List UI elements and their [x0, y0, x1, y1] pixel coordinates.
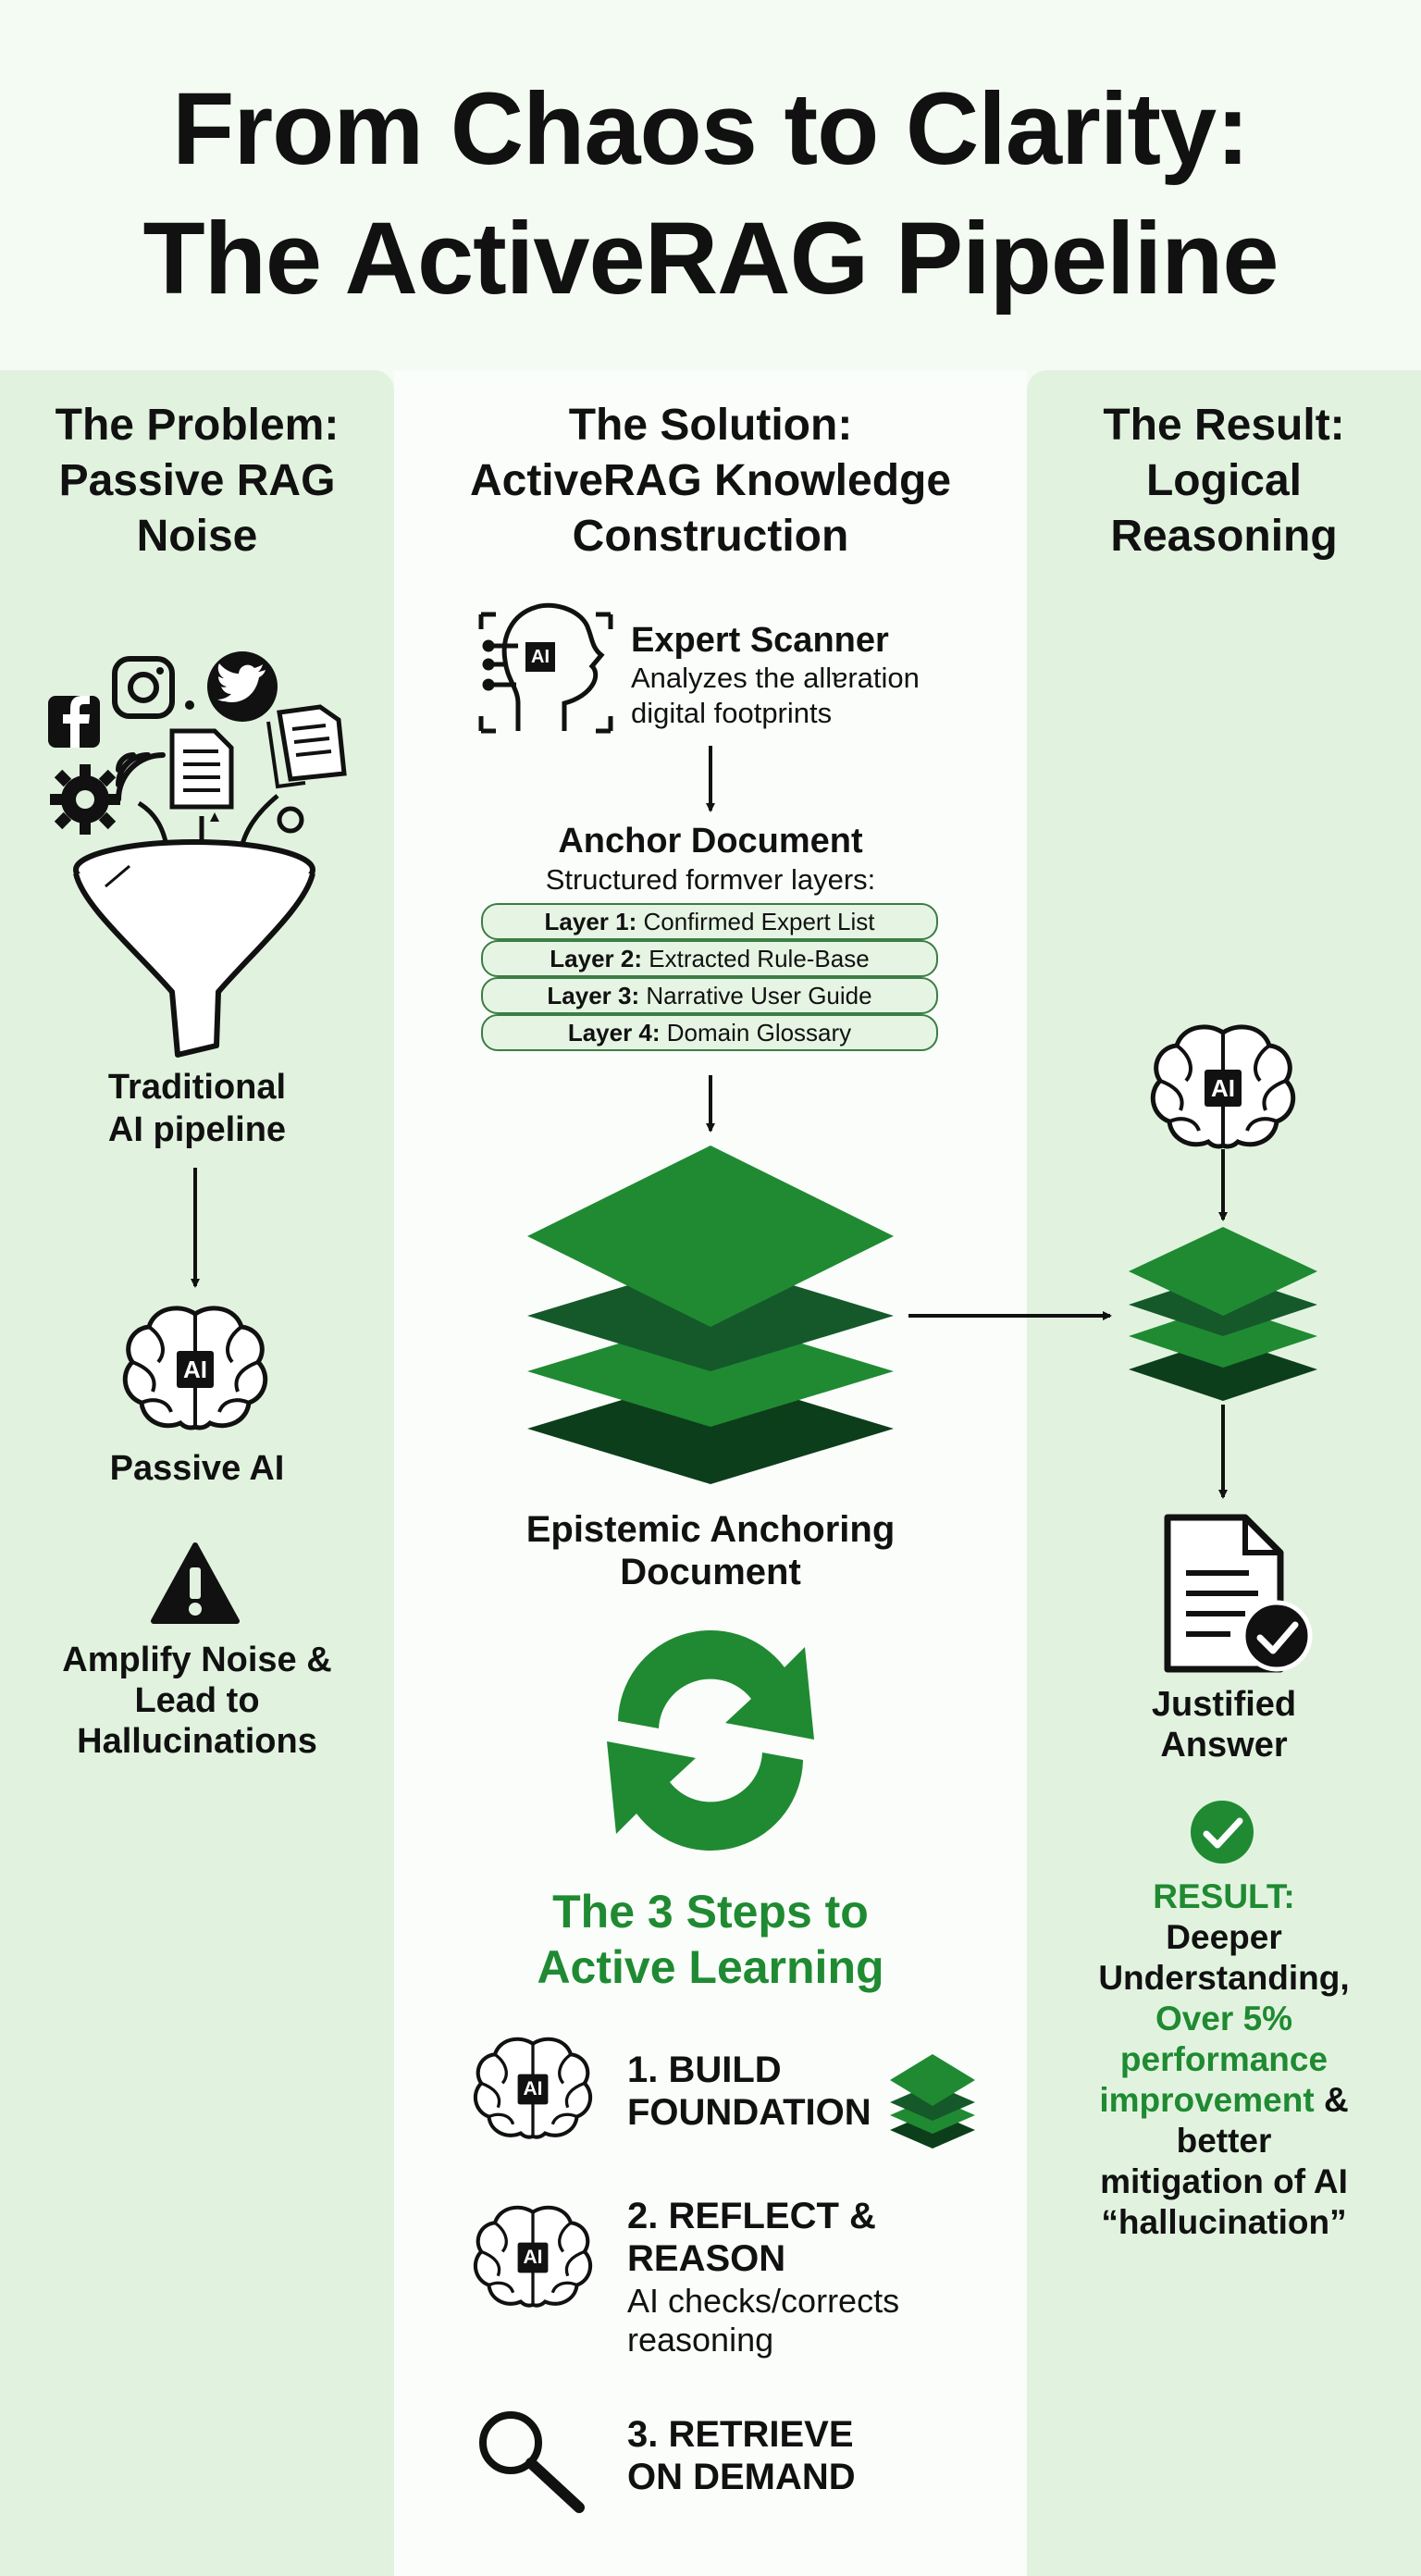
instagram-icon — [112, 656, 175, 719]
problem-heading-line: The Problem: — [55, 401, 340, 450]
result-line: RESULT: — [1153, 1877, 1295, 1915]
stack-icon — [1129, 1227, 1317, 1401]
step-1-title: 1. BUILD FOUNDATION — [627, 2049, 871, 2134]
result-line: performance — [1119, 2040, 1328, 2078]
document-icon — [266, 704, 347, 789]
layer-pill: Layer 3: Narrative User Guide — [481, 977, 938, 1014]
result-text: & — [1314, 2081, 1349, 2119]
layer-pill: Layer 2: Extracted Rule-Base — [481, 940, 938, 977]
justified-document-icon — [1164, 1514, 1313, 1673]
warning-label-line: Amplify Noise & — [62, 1641, 332, 1679]
layer-text: Confirmed Expert List — [643, 908, 875, 935]
stack-icon — [890, 2054, 975, 2149]
layer-pill: Layer 1: Confirmed Expert List — [481, 903, 938, 940]
steps-heading-line: The 3 Steps to — [552, 1886, 869, 1938]
scanner-desc: Analyzes the allɐration digital footprin… — [631, 661, 920, 731]
passive-label: Passive AI — [109, 1449, 285, 1488]
layer-number: Layer 4: — [567, 1019, 661, 1046]
cycle-icon — [607, 1629, 814, 1852]
layer-text: Narrative User Guide — [646, 982, 872, 1009]
answer-label-line: Answer — [1160, 1726, 1288, 1765]
epistemic-label-line: Document — [620, 1552, 801, 1592]
solution-heading-line: The Solution: — [568, 401, 853, 450]
solution-heading-line: ActiveRAG Knowledge — [469, 456, 952, 505]
wifi-icon — [116, 752, 166, 802]
steps-heading: The 3 Steps to Active Learning — [394, 1884, 1027, 1995]
step-2-desc: AI checks/corrects reasoning — [627, 2282, 899, 2359]
warning-label: Amplify Noise & Lead to Hallucinations — [0, 1640, 394, 1762]
anchor-subtitle: Structured formver layers: — [545, 863, 876, 896]
result-line: improvement & — [1027, 2080, 1421, 2121]
funnel-icon — [73, 839, 315, 1058]
layer-number: Layer 3: — [547, 982, 640, 1009]
result-heading-line: The Result: — [1103, 401, 1345, 450]
twitter-icon — [207, 651, 278, 722]
epistemic-label-line: Epistemic Anchoring — [525, 1509, 896, 1550]
steps-heading-line: Active Learning — [537, 1941, 884, 1993]
result-summary: RESULT: Deeper Understanding, Over 5% pe… — [1027, 1876, 1421, 2243]
result-heading: The Result: Logical Reasoning — [1027, 398, 1421, 564]
problem-heading: The Problem: Passive RAG Noise — [0, 398, 394, 564]
step-3-title: 3. RETRIEVE ON DEMAND — [627, 2413, 856, 2498]
answer-label: Justified Answer — [1027, 1684, 1421, 1765]
step-title-line: 2. REFLECT & — [627, 2196, 876, 2236]
step-title-line: REASON — [627, 2238, 786, 2279]
bubble-icon — [277, 806, 304, 834]
warning-label-line: Lead to — [134, 1681, 260, 1720]
warning-label-line: Hallucinations — [77, 1722, 317, 1761]
step-2-title: 2. REFLECT & REASON — [627, 2195, 876, 2280]
result-line: better — [1176, 2122, 1272, 2160]
page-title: From Chaos to Clarity: The ActiveRAG Pip… — [0, 65, 1421, 324]
step-badge: AI — [523, 2078, 543, 2099]
magnifier-icon — [479, 2411, 585, 2513]
check-icon — [1191, 1801, 1254, 1864]
solution-heading-line: Construction — [572, 512, 849, 561]
anchor-title: Anchor Document — [558, 822, 863, 861]
solution-heading: The Solution: ActiveRAG Knowledge Constr… — [394, 398, 1027, 564]
funnel-label-line: Traditional — [107, 1068, 287, 1107]
answer-label-line: Justified — [1151, 1685, 1297, 1724]
funnel-label: Traditional AI pipeline — [0, 1066, 394, 1151]
stack-icon — [527, 1146, 894, 1484]
warning-icon — [151, 1542, 240, 1624]
step-desc-line: AI checks/corrects — [627, 2282, 900, 2320]
step-badge: AI — [523, 2247, 543, 2268]
problem-heading-line: Passive RAG — [58, 456, 336, 505]
gear-icon — [50, 764, 120, 835]
scanner-desc-line: digital footprints — [631, 697, 833, 729]
step-title-line: 1. BUILD — [627, 2050, 782, 2090]
problem-heading-line: Noise — [136, 512, 258, 561]
result-line: Understanding, — [1098, 1959, 1350, 1997]
brain-badge: AI — [183, 1356, 207, 1383]
document-icon — [169, 728, 234, 810]
step-title-line: 3. RETRIEVE — [627, 2414, 854, 2455]
scanner-badge: AI — [531, 647, 550, 667]
layer-text: Extracted Rule-Base — [649, 945, 870, 972]
result-line: Over 5% — [1155, 2000, 1293, 2037]
dot-icon — [185, 700, 194, 710]
step-title-line: ON DEMAND — [627, 2457, 856, 2497]
scanner-desc-line: Analyzes the allɐration — [631, 662, 920, 694]
result-line: Deeper — [1166, 1918, 1282, 1956]
result-line: “hallucination” — [1101, 2203, 1347, 2241]
epistemic-label: Epistemic Anchoring Document — [394, 1508, 1027, 1593]
result-line: mitigation of AI — [1100, 2162, 1348, 2200]
layer-number: Layer 1: — [544, 908, 637, 935]
funnel-label-line: AI pipeline — [107, 1110, 287, 1149]
step-desc-line: reasoning — [627, 2321, 774, 2359]
result-highlight: improvement — [1099, 2081, 1315, 2119]
title-line-2: The ActiveRAG Pipeline — [142, 202, 1279, 316]
scanner-title: Expert Scanner — [631, 621, 889, 660]
result-heading-line: Logical — [1145, 456, 1303, 505]
facebook-icon — [48, 696, 100, 748]
layer-number: Layer 2: — [550, 945, 643, 972]
layer-text: Domain Glossary — [666, 1019, 852, 1046]
brain-badge: AI — [1211, 1074, 1235, 1102]
scanner-head-icon — [478, 602, 613, 734]
title-line-1: From Chaos to Clarity: — [172, 72, 1250, 186]
step-title-line: FOUNDATION — [627, 2092, 871, 2133]
result-heading-line: Reasoning — [1110, 512, 1338, 561]
layer-pill: Layer 4: Domain Glossary — [481, 1014, 938, 1051]
